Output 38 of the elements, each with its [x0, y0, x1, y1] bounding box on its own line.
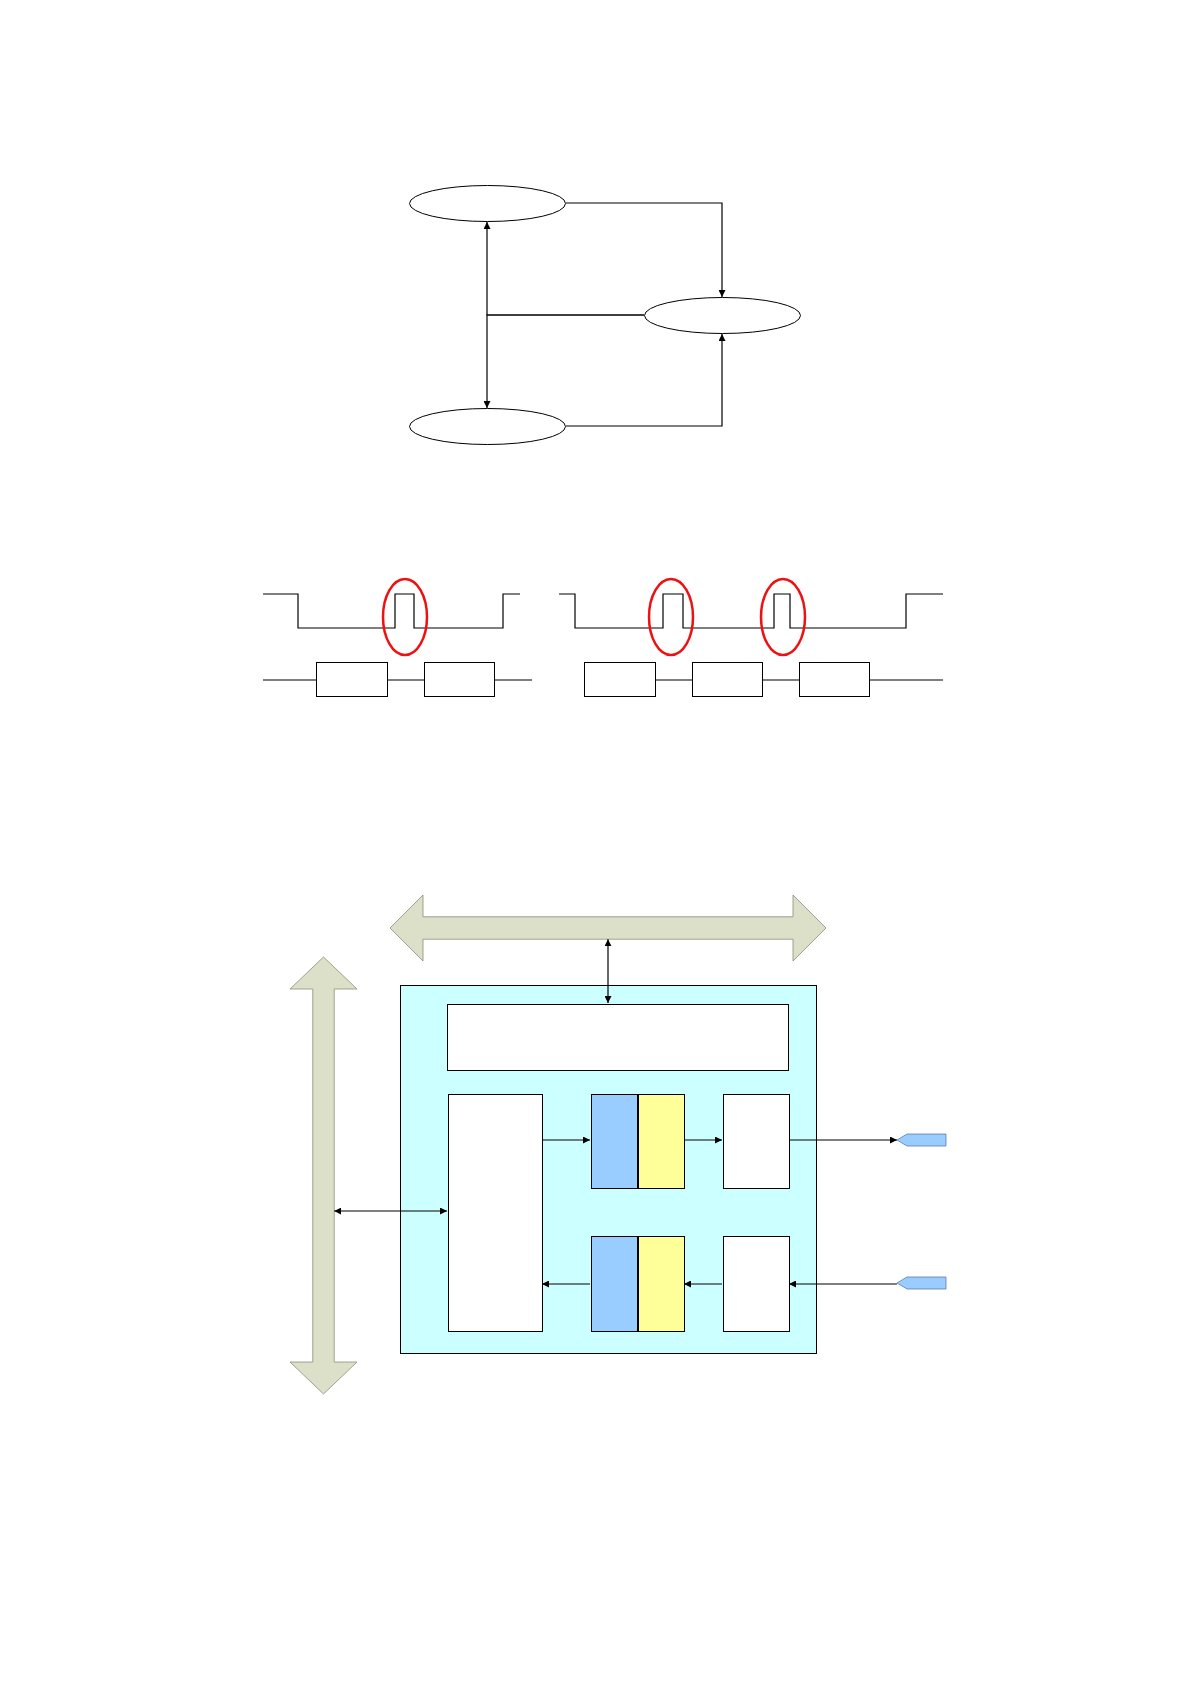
- port-tag: [897, 1134, 946, 1146]
- arrow: [541, 1136, 591, 1144]
- bus-arrow: [390, 895, 826, 961]
- buffer-block: [591, 1094, 638, 1189]
- arrow: [541, 1280, 591, 1288]
- state-ellipse: [644, 297, 801, 334]
- time-slot-box: [692, 662, 763, 697]
- buffer-block: [638, 1094, 685, 1189]
- connector-line: [387, 679, 425, 681]
- arrow: [333, 1207, 448, 1215]
- connector-line: [762, 679, 800, 681]
- arrow: [565, 333, 726, 427]
- arrow: [683, 1280, 723, 1288]
- connector-line: [869, 679, 944, 681]
- time-slot-box: [584, 662, 656, 697]
- buffer-block: [591, 1236, 638, 1332]
- connector-line: [494, 679, 533, 681]
- interface-block: [447, 1004, 789, 1071]
- control-block: [448, 1094, 543, 1332]
- arrow: [483, 314, 645, 409]
- state-ellipse: [409, 185, 566, 222]
- transmitter-block: [723, 1094, 790, 1189]
- arrow: [788, 1136, 898, 1144]
- arrow: [565, 202, 726, 298]
- arrow: [604, 938, 612, 1004]
- time-slot-box: [316, 662, 388, 697]
- receiver-block: [723, 1236, 790, 1332]
- bus-arrow: [290, 957, 357, 1394]
- connector-line: [655, 679, 693, 681]
- arrow: [683, 1136, 723, 1144]
- state-ellipse: [409, 408, 566, 445]
- buffer-block: [638, 1236, 685, 1332]
- time-slot-box: [799, 662, 870, 697]
- connector-line: [262, 679, 317, 681]
- port-tag: [897, 1277, 946, 1289]
- arrow: [788, 1280, 898, 1288]
- controller-block: [400, 985, 817, 1354]
- time-slot-box: [424, 662, 495, 697]
